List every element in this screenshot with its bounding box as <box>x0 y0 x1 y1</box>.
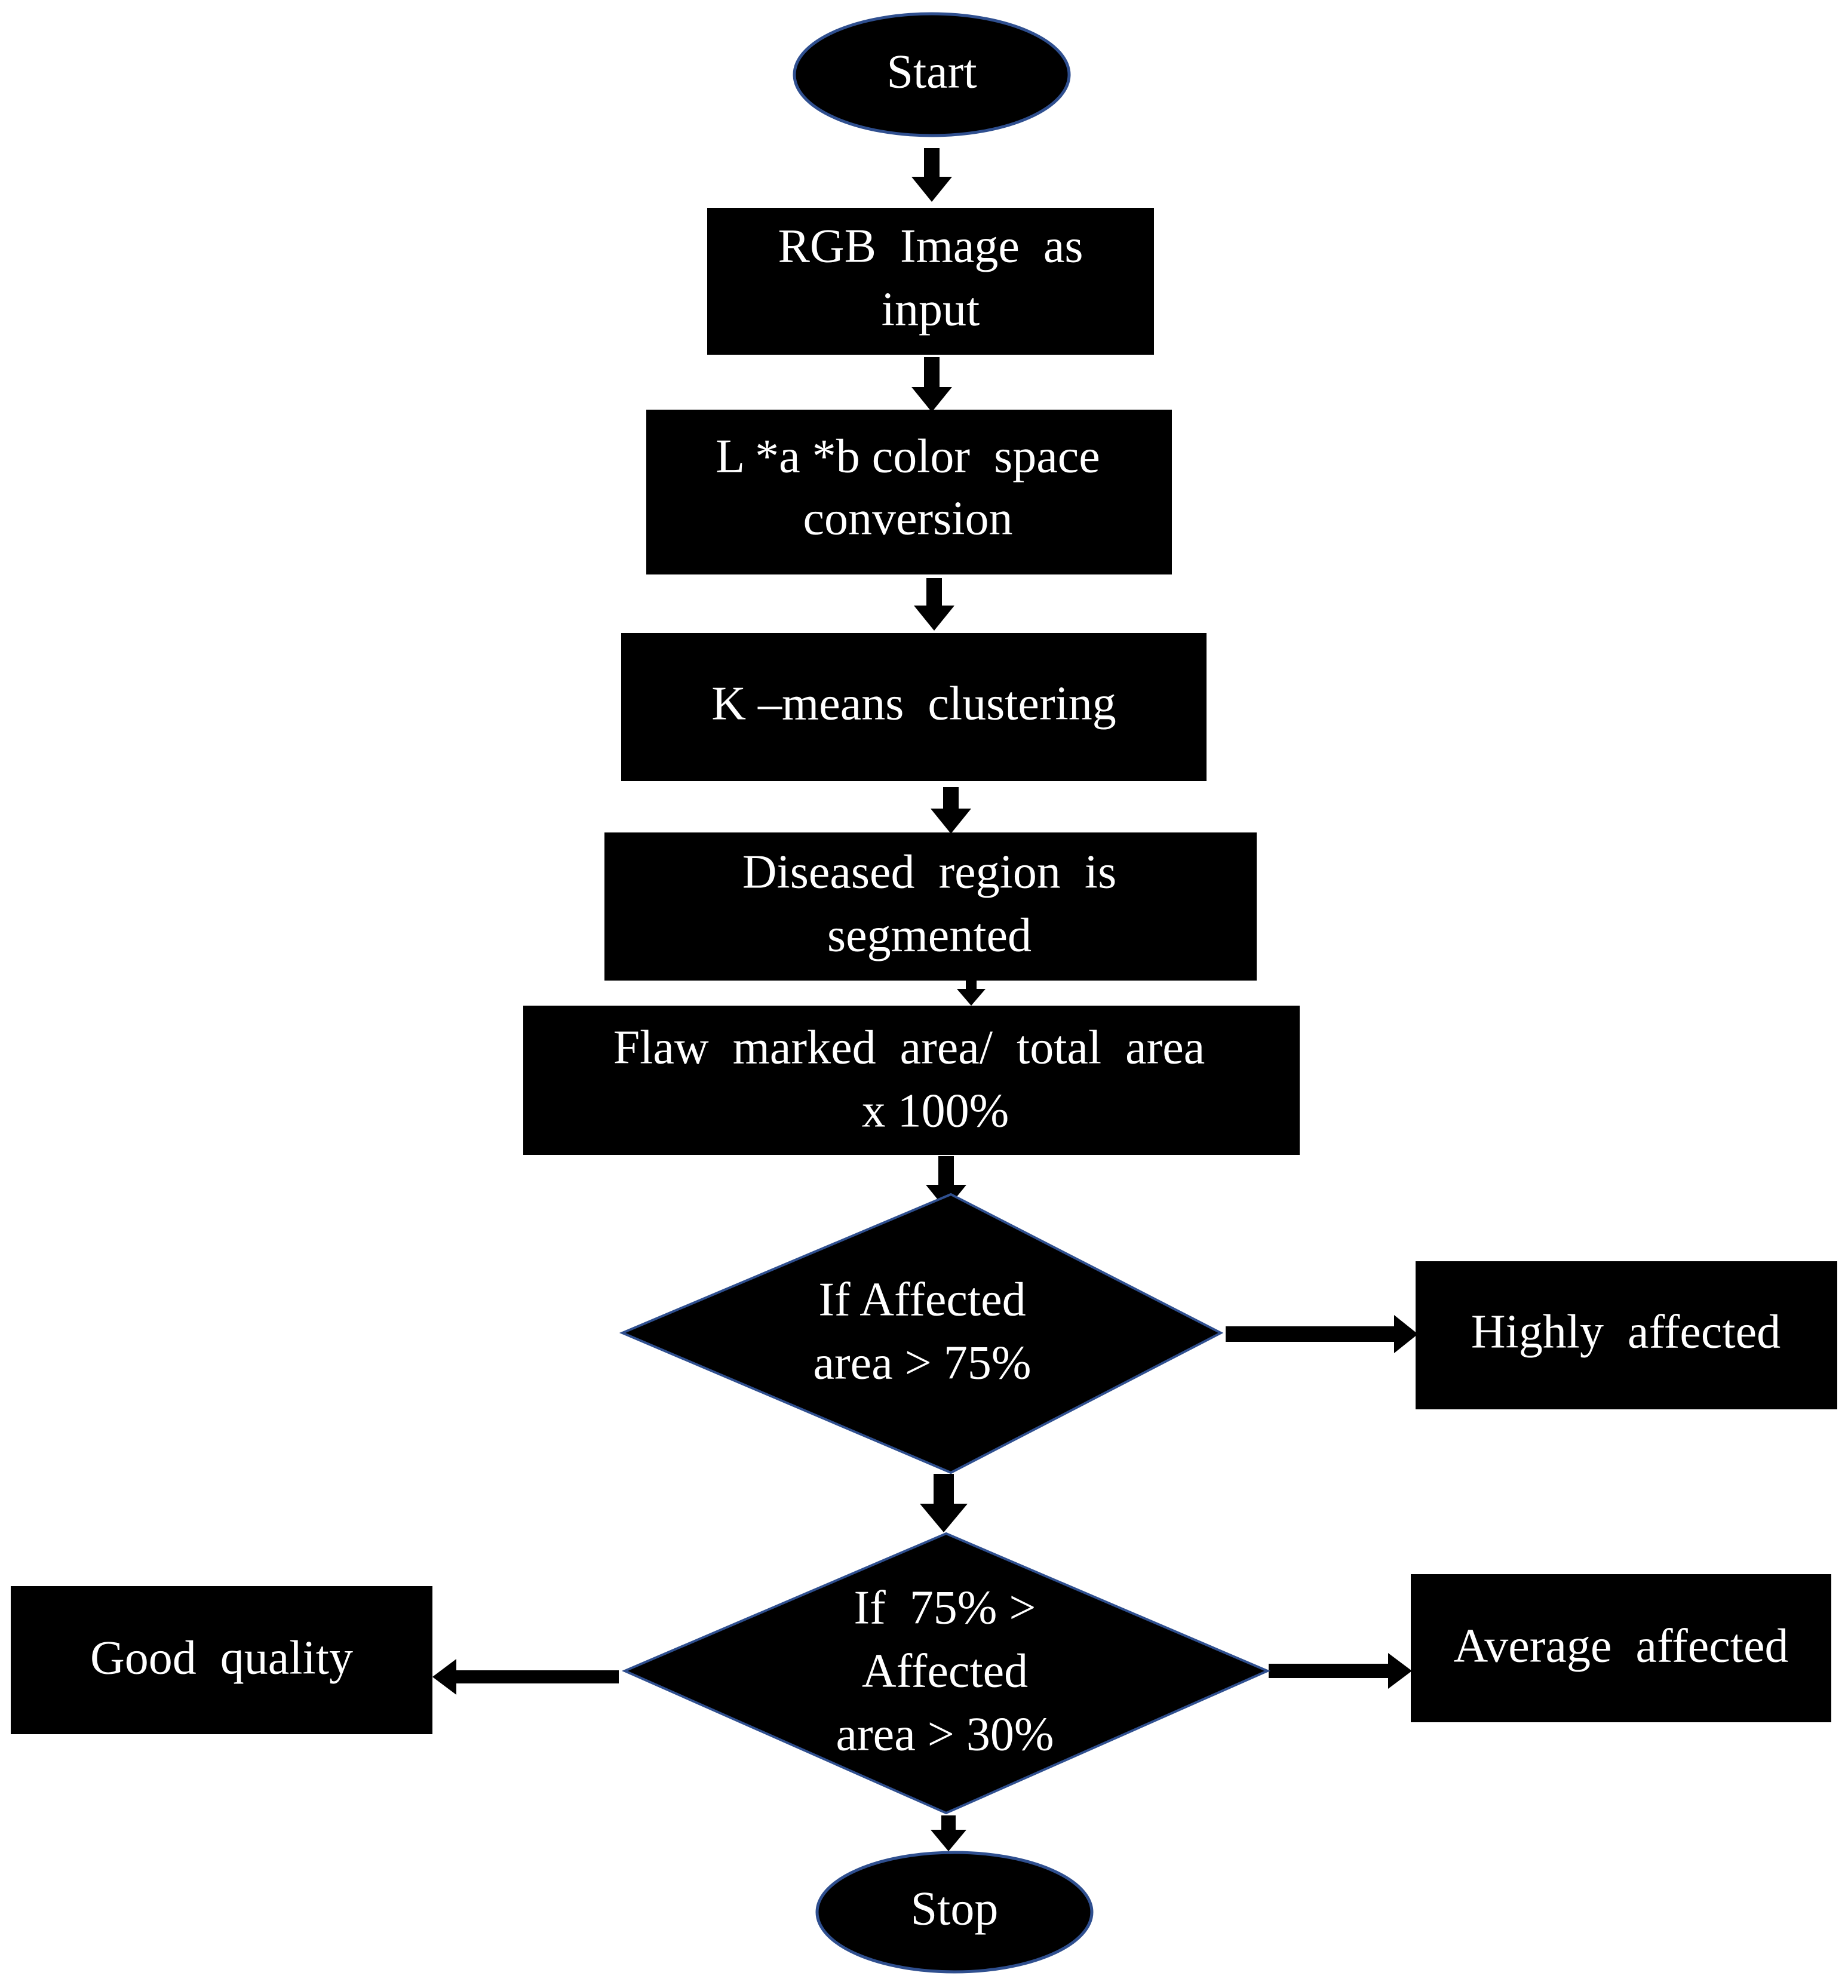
start-label: Start <box>886 45 977 98</box>
start-terminal: Start <box>793 12 1071 137</box>
segmentation-process-box: Diseased region is segmented <box>604 832 1257 981</box>
clustering-process-box: K –means clustering <box>621 633 1207 781</box>
decision-mid-label-line-2: Affected <box>862 1645 1028 1697</box>
area-ratio-label-line-1: Flaw marked area/ total area <box>613 1021 1205 1074</box>
clustering-label: K –means clustering <box>711 677 1116 730</box>
decision-high-label-line-1: If Affected <box>818 1273 1026 1326</box>
arrow-clustering-to-segmentation <box>931 787 971 834</box>
arrow-decision-mid-to-stop <box>931 1815 966 1851</box>
arrow-decision-mid-to-good-quality <box>432 1659 619 1695</box>
stop-terminal: Stop <box>815 1851 1094 1974</box>
arrow-decision-high-to-highly-affected <box>1226 1315 1418 1353</box>
average-affected-box: Average affected <box>1411 1574 1831 1722</box>
average-affected-label: Average affected <box>1453 1620 1788 1672</box>
arrow-decision-high-to-decision-mid <box>920 1474 968 1532</box>
segmentation-label-line-1: Diseased region is <box>742 846 1117 898</box>
arrow-conversion-to-clustering <box>914 578 954 631</box>
conversion-label-line-2: conversion <box>803 492 1012 545</box>
area-ratio-process-box: Flaw marked area/ total area x 100% <box>523 1006 1300 1155</box>
arrow-segmentation-to-area-ratio <box>957 979 986 1006</box>
decision-mid-label-line-1: If 75% > <box>854 1581 1036 1634</box>
decision-mid-diamond: If 75% > Affected area > 30% <box>621 1532 1271 1815</box>
arrow-input-to-conversion <box>911 357 952 412</box>
conversion-process-box: L *a *b color space conversion <box>646 410 1172 574</box>
decision-high-label-line-2: area > 75% <box>814 1336 1032 1389</box>
input-label-line-2: input <box>882 283 980 336</box>
highly-affected-box: Highly affected <box>1416 1261 1837 1409</box>
input-label-line-1: RGB Image as <box>778 220 1083 272</box>
highly-affected-label: Highly affected <box>1471 1305 1781 1358</box>
decision-high-diamond: If Affected area > 75% <box>619 1193 1224 1474</box>
stop-label: Stop <box>911 1882 999 1935</box>
arrow-decision-mid-to-average-affected <box>1269 1653 1412 1689</box>
arrow-start-to-input <box>911 148 952 202</box>
segmentation-label-line-2: segmented <box>827 909 1032 961</box>
good-quality-label: Good quality <box>90 1631 353 1684</box>
input-process-box: RGB Image as input <box>707 208 1154 355</box>
area-ratio-label-line-2: x 100% <box>862 1084 1009 1137</box>
good-quality-box: Good quality <box>11 1586 432 1734</box>
decision-mid-label-line-3: area > 30% <box>836 1708 1054 1760</box>
conversion-label-line-1: L *a *b color space <box>716 430 1100 483</box>
